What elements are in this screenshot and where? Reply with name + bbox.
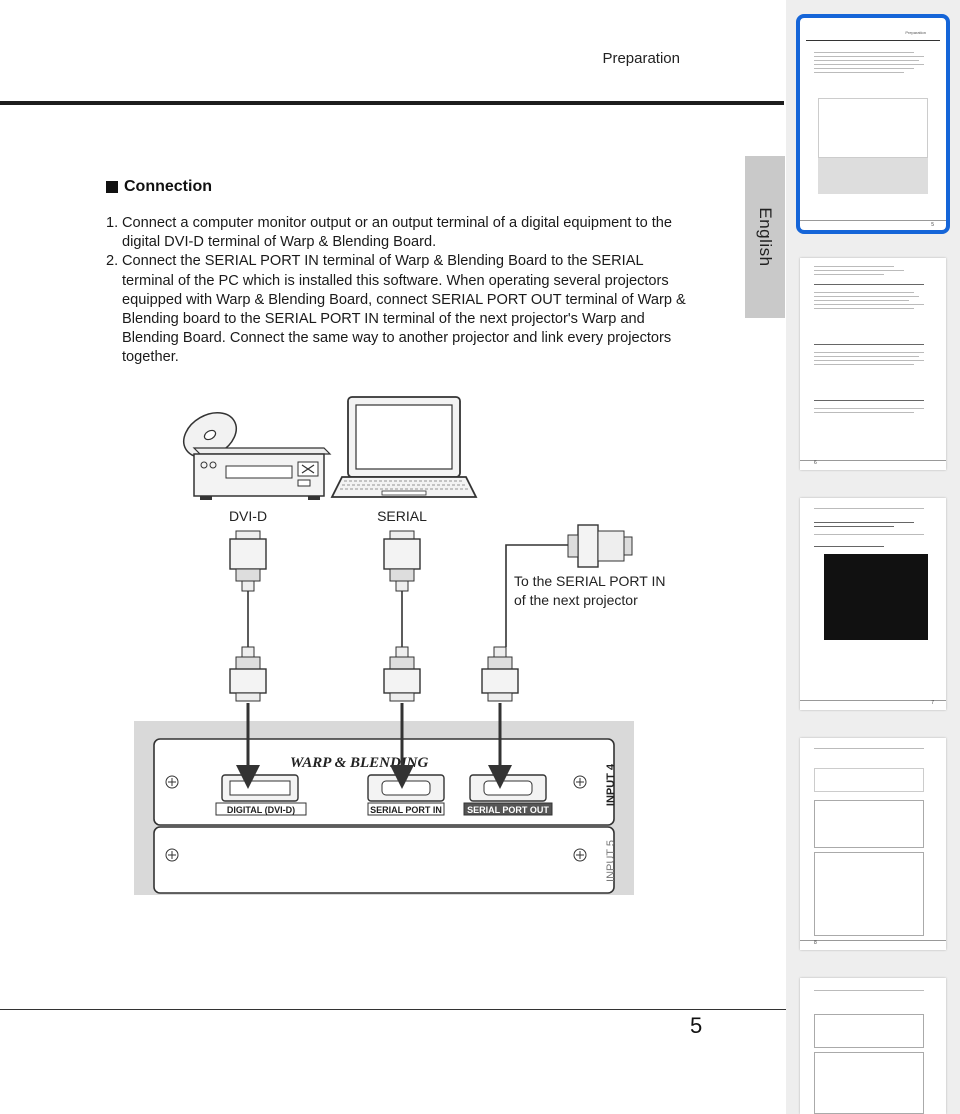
serial-label: SERIAL <box>377 508 427 524</box>
step-number: 1. <box>106 215 119 231</box>
thumbnail-page-number: 8 <box>814 940 817 946</box>
step-number: 2. <box>106 253 119 270</box>
cd-disc-icon <box>183 411 237 459</box>
instruction-step: 1. Connect a computer monitor output or … <box>106 214 686 252</box>
input4-label: INPUT 4 <box>605 763 617 806</box>
connection-diagram: DVI-D SERIAL To the SERIAL PORT IN of th… <box>134 396 665 895</box>
thumbnail-page-number: 6 <box>814 460 817 466</box>
page-thumbnail[interactable]: 8 <box>800 738 946 950</box>
section-heading: Connection <box>106 178 212 196</box>
language-tab-label: English <box>756 207 775 267</box>
thumbnail-page-number: 5 <box>931 222 934 228</box>
square-bullet-icon <box>106 181 118 193</box>
section-heading-text: Connection <box>124 178 212 195</box>
thumbnail-panel[interactable]: Preparation 5 6 <box>786 0 960 1114</box>
dvi-label: DVI-D <box>229 508 267 524</box>
page-thumbnail[interactable] <box>800 978 946 1114</box>
next-projector-label-line1: To the SERIAL PORT IN <box>514 573 665 589</box>
page-thumbnail[interactable]: 7 <box>800 498 946 710</box>
page-thumbnail[interactable]: 6 <box>800 258 946 470</box>
page-thumbnail[interactable]: Preparation 5 <box>796 14 950 234</box>
thumbnail-page-number: 7 <box>931 700 934 706</box>
port-label-serial-in: SERIAL PORT IN <box>370 805 442 815</box>
port-label-serial-out: SERIAL PORT OUT <box>467 805 549 815</box>
serial-connector-lower-icon <box>383 646 421 702</box>
language-tab: English <box>745 156 785 318</box>
serial-connector-upper-icon <box>383 530 421 592</box>
instruction-list: 1. Connect a computer monitor output or … <box>106 214 686 368</box>
laptop-icon <box>330 396 478 498</box>
thumbnail-header: Preparation <box>905 30 926 35</box>
warp-blending-board: WARP & BLENDING DIGITAL (DVI-D) SERIAL P… <box>134 721 634 895</box>
dvi-connector-upper-icon <box>229 530 267 592</box>
input5-label: INPUT 5 <box>605 840 617 882</box>
footer-rule <box>0 1009 786 1010</box>
dvi-connector-lower-icon <box>229 646 267 702</box>
header-rule <box>0 101 784 105</box>
instruction-step: 2. Connect the SERIAL PORT IN terminal o… <box>106 252 686 367</box>
page-number: 5 <box>690 1013 703 1038</box>
document-page: Preparation English Connection 1. Connec… <box>0 50 786 1038</box>
step-text: Connect a computer monitor output or an … <box>122 215 673 251</box>
port-label-digital: DIGITAL (DVI-D) <box>227 805 295 815</box>
board-title: WARP & BLENDING <box>290 755 429 771</box>
serial-connector-out-icon <box>567 524 633 568</box>
serial-out-cable <box>505 544 568 647</box>
serial-out-connector-lower-icon <box>481 646 519 702</box>
section-header: Preparation <box>602 50 680 67</box>
step-text: Connect the SERIAL PORT IN terminal of W… <box>122 253 686 366</box>
next-projector-label-line2: of the next projector <box>514 592 638 608</box>
dvd-player-icon <box>192 447 332 500</box>
